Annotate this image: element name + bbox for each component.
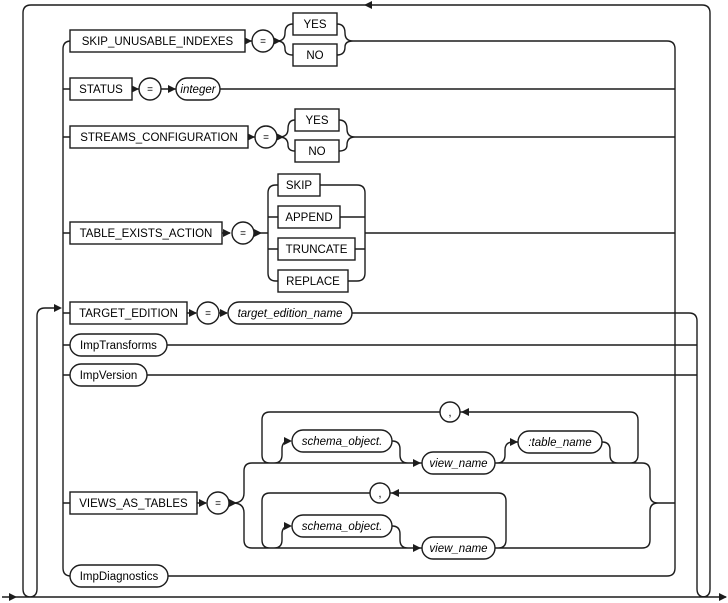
equals-label: = [215,499,221,510]
branch-imp-transforms: ImpTransforms [69,333,168,357]
comma-label: , [448,407,451,419]
keyword-label: VIEWS_AS_TABLES [79,498,188,510]
option-label-truncate: TRUNCATE [286,244,348,256]
equals-circle [231,221,255,245]
branch-streams-configuration: STREAMS_CONFIGURATION = YES NO [69,108,340,163]
comma-label: , [378,488,381,500]
branch-target-edition: TARGET_EDITION = target_edition_name [69,301,353,325]
variable-label-table-name: :table_name [528,437,591,449]
nonterminal-oval-imp-transforms [69,333,168,357]
option-box-replace [277,269,349,293]
equals-label: = [260,37,266,48]
keyword-box-target-edition [69,301,188,325]
option-label-replace: REPLACE [286,276,340,288]
option-box-no [292,43,338,67]
branch-status: STATUS = integer [69,77,221,101]
variable-oval-schema-object [291,514,393,538]
branch-imp-version: ImpVersion [69,363,148,387]
option-label-skip: SKIP [286,180,313,192]
equals-circle [254,125,278,149]
variable-oval-schema-object [291,429,393,453]
variable-oval-view-name [421,536,496,560]
equals-circle [251,29,275,53]
keyword-label: SKIP_UNUSABLE_INDEXES [82,36,234,48]
keyword-box-streams-configuration [69,125,249,149]
variable-oval-target-edition-name [227,301,353,325]
equals-circle [138,77,162,101]
keyword-label: TABLE_EXISTS_ACTION [80,228,213,240]
option-label-no: NO [306,50,323,62]
keyword-label: STATUS [79,84,123,96]
variable-label-schema-object: schema_object. [302,521,383,533]
option-box-skip [277,173,321,197]
equals-label: = [205,309,211,320]
option-label-yes: YES [303,19,326,31]
keyword-label: TARGET_EDITION [79,308,178,320]
branch-table-exists-action: TABLE_EXISTS_ACTION = SKIP APPEND TRUNCA… [69,173,356,293]
option-box-append [277,205,341,229]
nonterminal-label-imp-transforms: ImpTransforms [80,340,157,352]
option-box-yes [294,108,340,132]
nonterminal-oval-imp-diagnostics [69,564,169,588]
option-box-truncate [277,237,356,261]
branch-imp-diagnostics: ImpDiagnostics [69,564,169,588]
flow-arrows-left [364,1,469,497]
option-label-yes: YES [305,115,328,127]
branch-views-as-tables: VIEWS_AS_TABLES = , schema_object. view_… [69,401,603,560]
option-box-yes [292,12,338,36]
equals-circle [196,301,220,325]
variable-label-target-edition-name: target_edition_name [238,308,343,320]
variable-oval-integer [175,77,221,101]
comma-circle [439,401,461,423]
variable-oval-table-name [517,430,603,454]
equals-label: = [240,229,246,240]
branch-skip-unusable-indexes: SKIP_UNUSABLE_INDEXES = YES NO [69,12,338,67]
equals-label: = [263,133,269,144]
variable-label-view-name: view_name [429,458,487,470]
keyword-box-skip-unusable-indexes [69,29,246,53]
variable-label-view-name: view_name [429,543,487,555]
variable-oval-view-name [421,451,496,475]
option-box-no [294,139,340,163]
option-label-append: APPEND [285,212,332,224]
equals-label: = [147,85,153,96]
equals-circle [206,491,230,515]
keyword-label: STREAMS_CONFIGURATION [80,132,238,144]
keyword-box-views-as-tables [69,491,198,515]
keyword-box-table-exists-action [69,221,223,245]
nonterminal-oval-imp-version [69,363,148,387]
option-label-no: NO [308,146,325,158]
variable-label-integer: integer [180,84,216,96]
nonterminal-label-imp-version: ImpVersion [80,370,138,382]
keyword-box-status [69,77,133,101]
comma-circle [369,482,391,504]
variable-label-schema-object: schema_object. [302,436,383,448]
nonterminal-label-imp-diagnostics: ImpDiagnostics [80,571,159,583]
